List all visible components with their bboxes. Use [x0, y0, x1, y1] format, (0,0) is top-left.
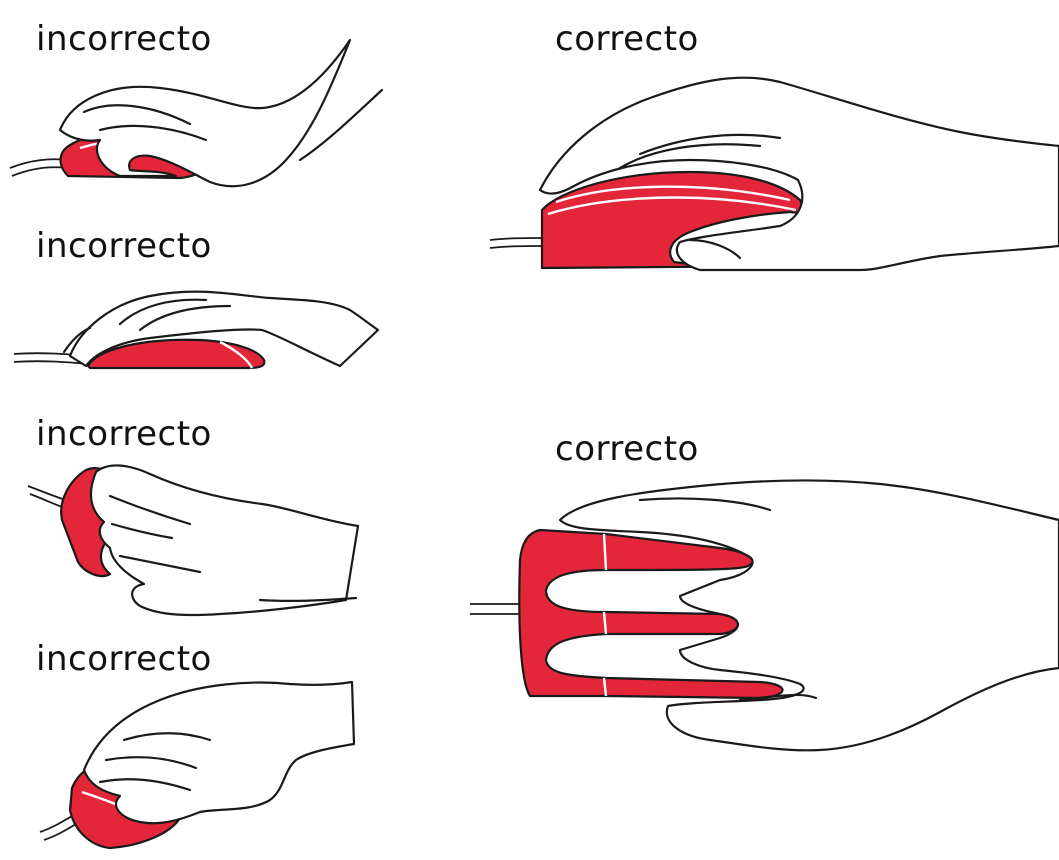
hand-outline — [84, 682, 354, 823]
mouse-cable — [490, 246, 544, 248]
hand-outline — [60, 40, 350, 186]
hand-outline — [91, 465, 358, 615]
correct-grip-2 — [470, 480, 1059, 750]
mouse-cable — [490, 238, 544, 240]
mouse-cable — [12, 167, 66, 176]
incorrect-grip-3 — [28, 465, 358, 615]
incorrect-grip-1 — [10, 40, 382, 186]
mouse-cable — [44, 824, 76, 840]
correct-grip-1 — [490, 78, 1059, 270]
incorrect-grip-4 — [40, 682, 354, 848]
incorrect-grip-2 — [14, 292, 378, 368]
